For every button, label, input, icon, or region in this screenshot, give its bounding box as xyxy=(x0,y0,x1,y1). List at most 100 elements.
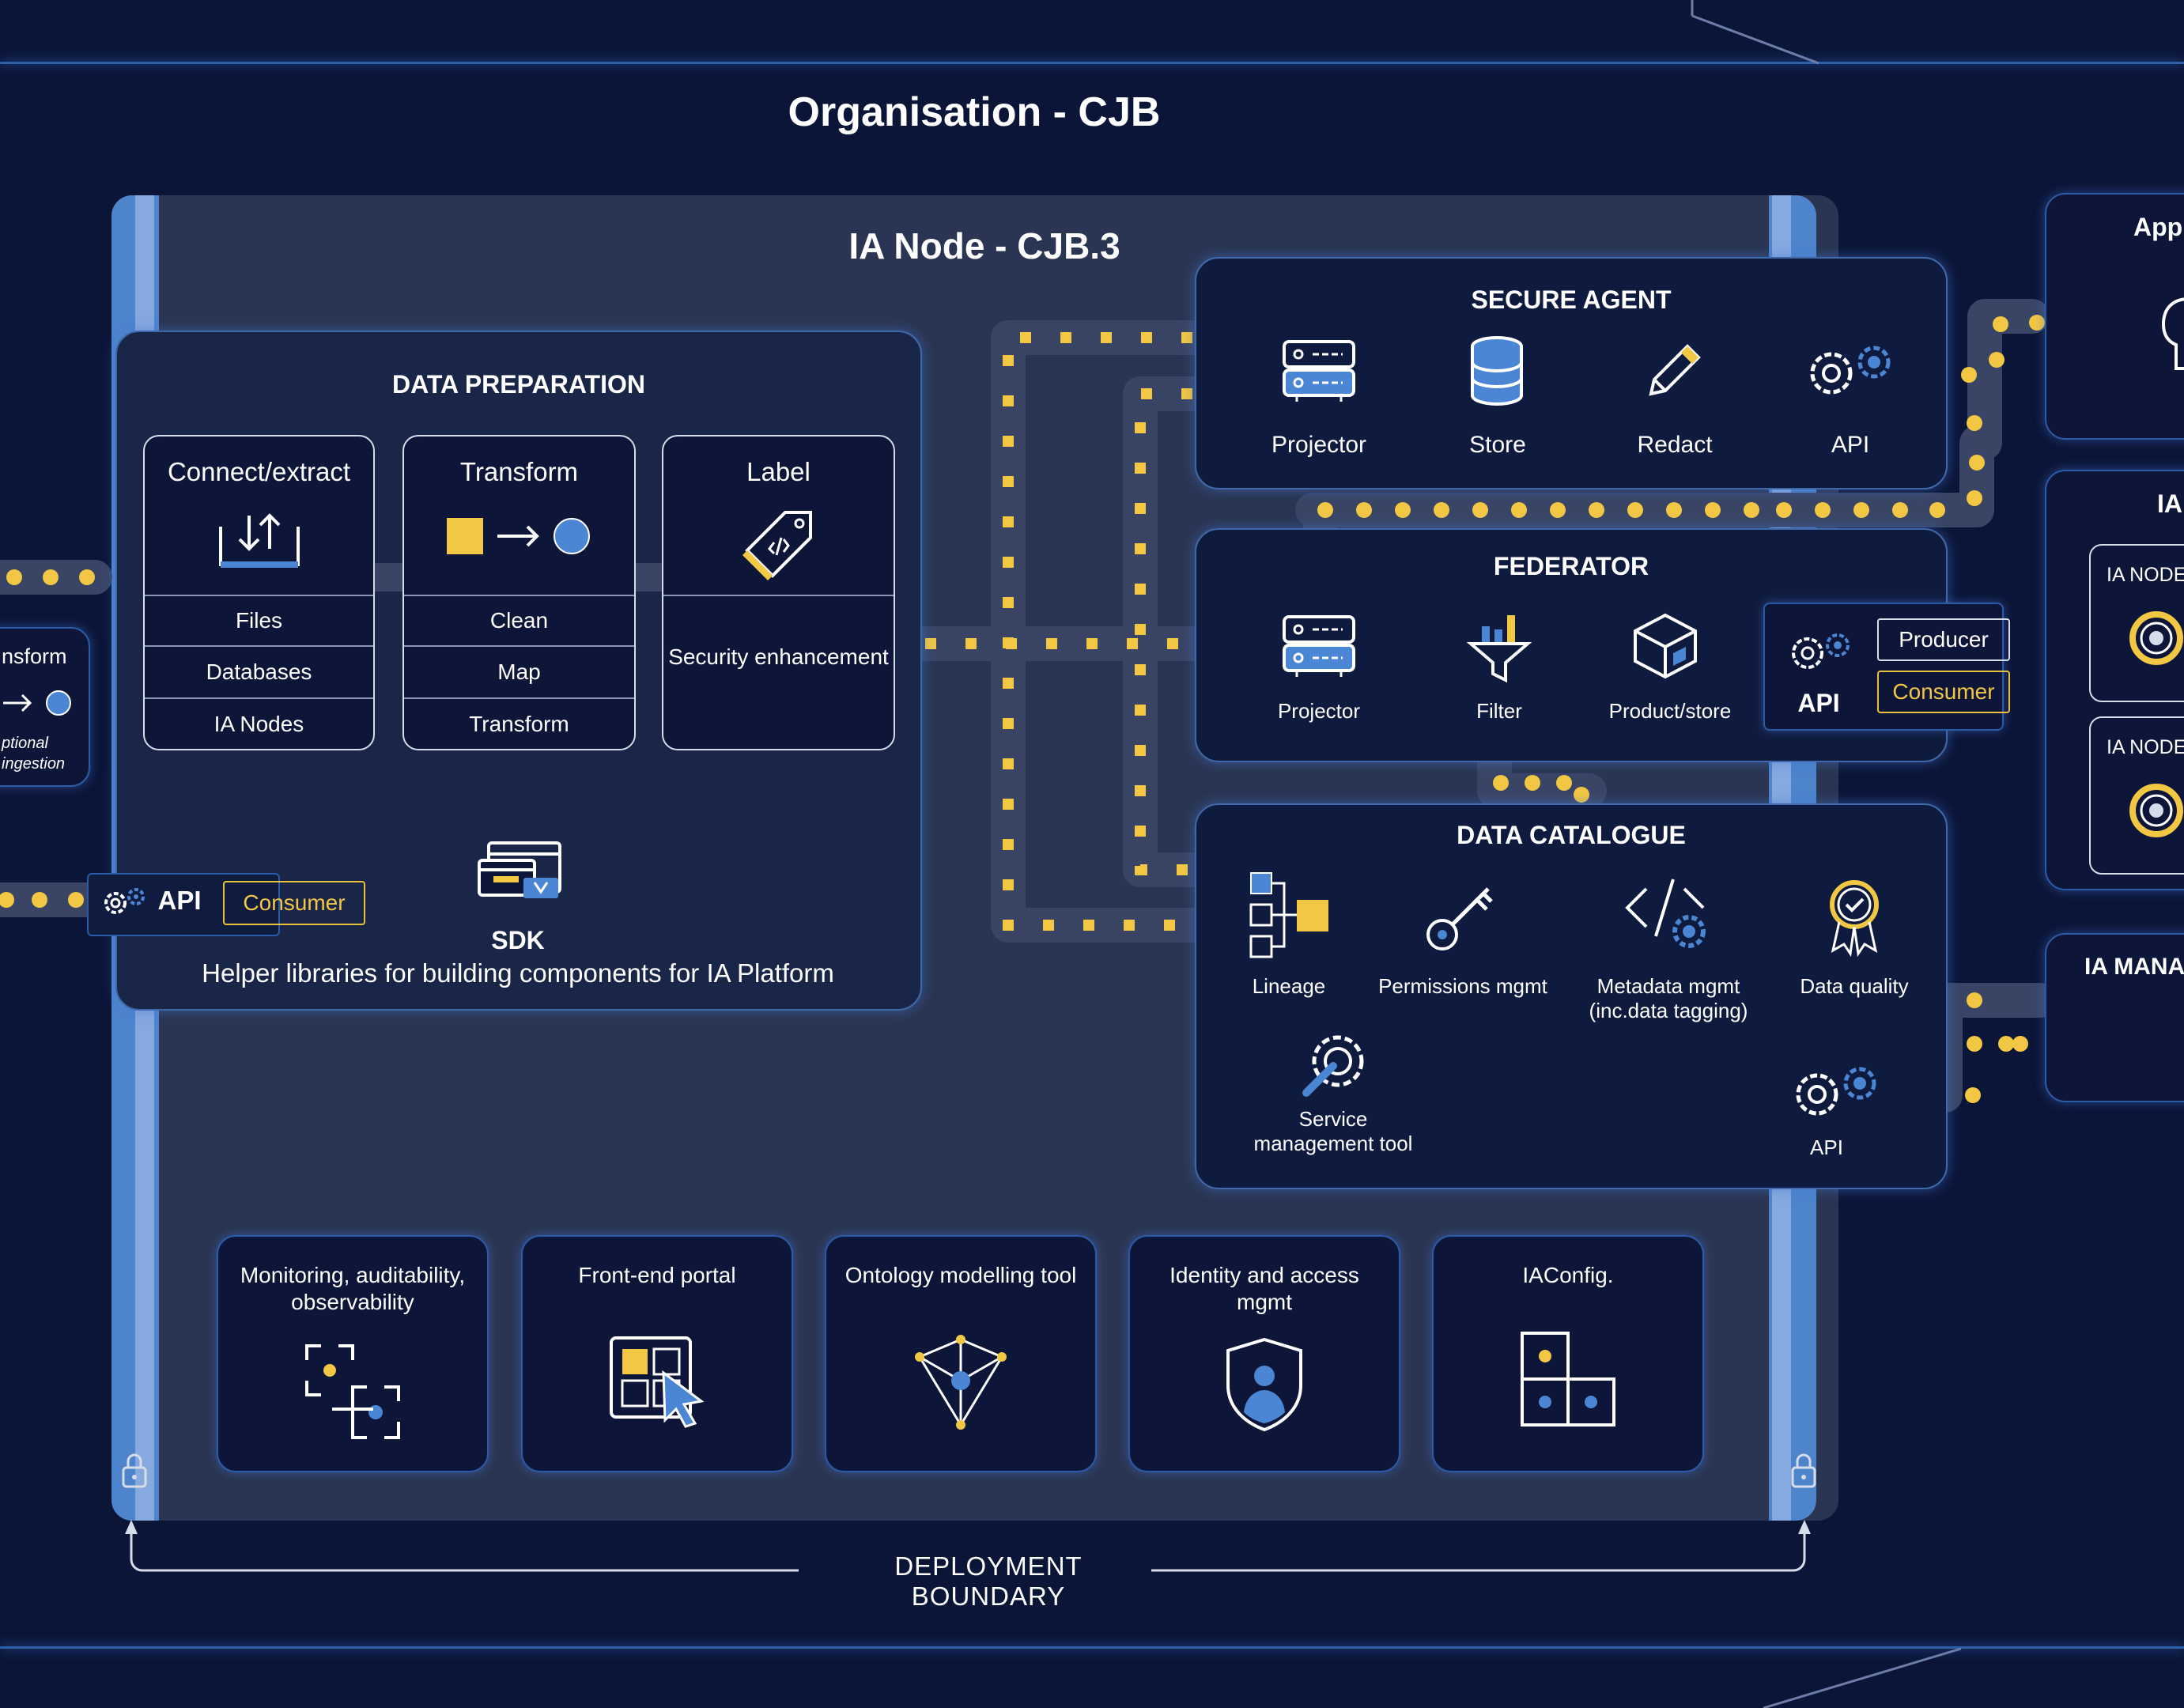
ia-node-title: IA Node - CJB.3 xyxy=(848,225,1120,266)
secure-agent-title: SECURE AGENT xyxy=(1471,285,1672,314)
transform-card[interactable]: Transform Clean Map Transform xyxy=(402,435,636,750)
card-title: Transform xyxy=(459,457,579,486)
tool-title: mgmt xyxy=(1237,1290,1292,1314)
right-ia-node-title: IA NODE xyxy=(2107,564,2184,586)
tool-title: Monitoring, auditability, xyxy=(240,1263,466,1287)
data-preparation-title: DATA PREPARATION xyxy=(392,370,645,399)
tool-title: Front-end portal xyxy=(578,1263,736,1287)
gears-icon xyxy=(1810,346,1891,395)
secure-agent-item-label: API xyxy=(1831,432,1870,458)
square-to-circle-icon xyxy=(447,518,590,554)
left-partial-panel: nsform ptional ingestion xyxy=(0,627,90,787)
data-catalogue-item-label: Lineage xyxy=(1252,974,1326,998)
deployment-boundary-label: DEPLOYMENT BOUNDARY xyxy=(894,1551,1083,1611)
sdk-title: SDK xyxy=(491,926,545,954)
server-icon xyxy=(1283,340,1355,402)
consumer-tag[interactable]: Consumer xyxy=(1877,671,2010,713)
top-divider-line xyxy=(0,62,2184,64)
arrow-to-circle-icon xyxy=(3,690,71,716)
right-partial-title: Appl xyxy=(2133,213,2184,241)
tag-icon xyxy=(742,511,812,580)
pencil-icon xyxy=(1649,344,1701,396)
data-catalogue-item-label: management tool xyxy=(1253,1132,1413,1155)
card-title: Label xyxy=(746,457,810,486)
right-ia-node-title: IA NODE xyxy=(2107,736,2184,758)
upload-download-icon xyxy=(219,513,300,568)
graph-icon xyxy=(915,1335,1007,1430)
identity-access-card[interactable]: Identity and access mgmt xyxy=(1128,1235,1400,1472)
left-partial-note: ptional xyxy=(2,735,48,752)
card-connector xyxy=(372,563,403,591)
node-ring-icon xyxy=(2129,784,2183,837)
left-partial-title: nsform xyxy=(2,644,67,668)
partial-device-icon xyxy=(2161,297,2184,370)
card-row: Files xyxy=(145,595,373,645)
ontology-tool-card[interactable]: Ontology modelling tool xyxy=(825,1235,1097,1472)
server-icon xyxy=(1283,615,1355,677)
data-catalogue-item-label: Data quality xyxy=(1800,974,1909,998)
consumer-tag[interactable]: Consumer xyxy=(223,881,365,925)
card-title: Connect/extract xyxy=(167,457,351,486)
config-blocks-icon xyxy=(1521,1332,1615,1426)
focus-icon xyxy=(305,1344,400,1439)
federator-item-label: Projector xyxy=(1277,699,1361,723)
secure-agent-item-label: Redact xyxy=(1637,432,1713,458)
card-connector xyxy=(633,563,664,591)
api-label: API xyxy=(157,886,202,915)
data-catalogue-item-label: Service xyxy=(1298,1107,1368,1131)
organisation-title: Organisation - CJB xyxy=(788,89,1161,135)
portal-cursor-icon xyxy=(610,1336,705,1428)
data-catalogue-item-label: Permissions mgmt xyxy=(1378,974,1547,998)
tool-title: observability xyxy=(291,1290,414,1314)
right-partial-app-panel: Appl xyxy=(2045,193,2184,440)
iaconfig-card[interactable]: IAConfig. xyxy=(1432,1235,1704,1472)
right-ia-node-card: IA NODE xyxy=(2089,716,2184,875)
federator-title: FEDERATOR xyxy=(1493,552,1649,580)
right-partial-title: IA MANA xyxy=(2084,954,2184,980)
card-row: Transform xyxy=(404,697,634,749)
card-row: IA Nodes xyxy=(145,697,373,749)
data-catalogue-title: DATA CATALOGUE xyxy=(1457,821,1686,849)
award-icon xyxy=(1830,880,1879,958)
federator-item-label: Filter xyxy=(1476,699,1522,723)
key-icon xyxy=(1426,887,1493,950)
right-partial-title: IA xyxy=(2157,489,2182,518)
right-partial-management-panel: IA MANA xyxy=(2045,933,2184,1102)
sdk-window-icon xyxy=(478,841,561,898)
card-row: Map xyxy=(404,645,634,697)
producer-tag[interactable]: Producer xyxy=(1877,618,2010,661)
lock-icon xyxy=(122,1453,147,1488)
tool-title: IAConfig. xyxy=(1522,1263,1614,1287)
tool-title: Identity and access xyxy=(1169,1263,1359,1287)
sdk-description: Helper libraries for building components… xyxy=(202,958,834,988)
lock-icon xyxy=(1791,1453,1816,1488)
card-row-area xyxy=(663,595,894,749)
wrench-gear-icon xyxy=(1302,1035,1364,1097)
label-card[interactable]: Label Security enhancement xyxy=(662,435,895,750)
gears-icon xyxy=(1792,633,1850,669)
api-label: API xyxy=(1797,689,1840,717)
node-ring-icon xyxy=(2129,611,2183,665)
cube-icon xyxy=(1634,613,1697,679)
federator-item-label: Product/store xyxy=(1608,699,1732,723)
card-row: Clean xyxy=(404,595,634,645)
data-catalogue-item-label: API xyxy=(1810,1136,1843,1159)
lineage-icon xyxy=(1249,872,1328,958)
tool-title: Ontology modelling tool xyxy=(845,1263,1077,1287)
shield-user-icon xyxy=(1226,1337,1302,1432)
secure-agent-item-label: Store xyxy=(1469,432,1526,458)
secure-agent-item-label: Projector xyxy=(1271,432,1367,458)
monitoring-tool-card[interactable]: Monitoring, auditability, observability xyxy=(217,1235,489,1472)
left-partial-note: ingestion xyxy=(2,755,66,773)
filter-icon xyxy=(1466,615,1532,683)
code-gear-icon xyxy=(1625,879,1706,948)
card-row: Databases xyxy=(145,645,373,697)
card-row: Security enhancement xyxy=(668,644,889,669)
connect-extract-card[interactable]: Connect/extract Files Databases IA Nodes xyxy=(143,435,375,750)
data-catalogue-panel: DATA CATALOGUE xyxy=(1195,803,1948,1189)
frontend-portal-card[interactable]: Front-end portal xyxy=(521,1235,793,1472)
right-ia-node-card: IA NODE xyxy=(2089,544,2184,702)
data-catalogue-item-label: Metadata mgmt xyxy=(1596,974,1740,998)
